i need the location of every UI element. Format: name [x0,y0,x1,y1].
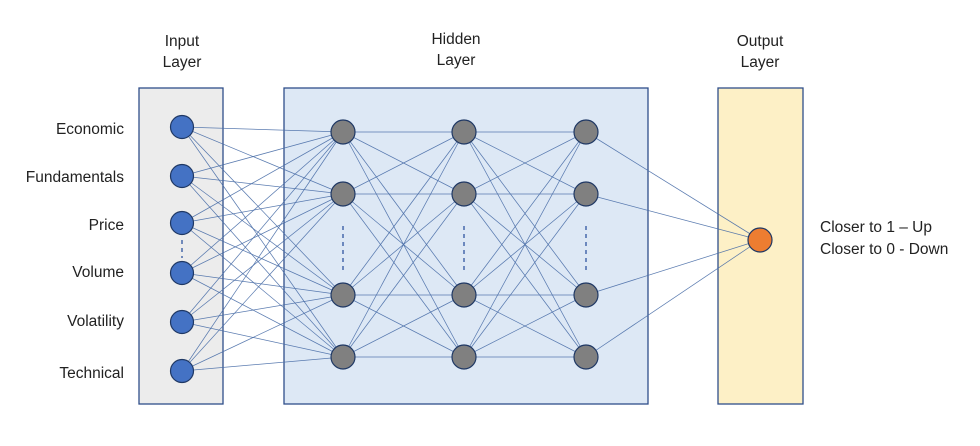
input-label-economic: Economic [56,121,124,138]
edge-input-3-h1-3 [181,272,344,358]
edge-h1-1-h2-0 [342,131,465,195]
edge-input-0-h1-3 [181,126,344,358]
edge-input-4-h1-2 [181,294,344,323]
input-node-2 [169,210,195,236]
input-node-0 [169,114,195,140]
edge-input-3-h1-1 [181,193,344,274]
hidden2-node-1 [451,181,477,207]
edge-h1-3-h2-1 [342,193,465,358]
edge-input-3-h1-0 [181,131,344,274]
edge-input-2-h1-2 [181,222,344,296]
input-node-4 [169,309,195,335]
edge-input-3-h1-2 [181,272,344,296]
edge-input-0-h1-2 [181,126,344,296]
edge-h2-1-h3-0 [463,131,587,195]
edge-h3-2-output [585,239,761,296]
edge-input-5-h1-2 [181,294,344,372]
edge-h2-3-h3-0 [463,131,587,358]
edge-input-4-h1-1 [181,193,344,323]
edge-h2-3-h3-2 [463,294,587,358]
output-node [747,227,773,253]
edge-h2-2-h3-0 [463,131,587,296]
edge-input-1-h1-0 [181,131,344,177]
input-label-price: Price [89,217,124,234]
hidden3-node-3 [573,344,599,370]
hidden2-node-2 [451,282,477,308]
output-layer-title-line2: Layer [741,54,780,71]
edge-input-2-h1-1 [181,193,344,224]
edge-h1-2-h2-0 [342,131,465,296]
hidden-layer-title-line1: Hidden [431,31,480,48]
input-label-technical: Technical [59,365,124,382]
hidden-layer-title-line2: Layer [437,52,476,69]
edge-input-1-h1-2 [181,175,344,296]
hidden3-node-1 [573,181,599,207]
input-node-1 [169,163,195,189]
hidden2-node-0 [451,119,477,145]
input-node-5 [169,358,195,384]
edge-input-5-h1-0 [181,131,344,372]
connection-edges [181,126,761,372]
edge-input-5-h1-1 [181,193,344,372]
input-layer-title-line1: Input [165,33,200,50]
edge-input-1-h1-1 [181,175,344,195]
hidden1-node-0 [330,119,356,145]
hidden1-node-2 [330,282,356,308]
edge-input-0-h1-0 [181,126,344,133]
edge-h2-3-h3-1 [463,193,587,358]
hidden3-node-0 [573,119,599,145]
edge-h1-3-h2-0 [342,131,465,358]
hidden1-node-1 [330,181,356,207]
edge-input-2-h1-0 [181,131,344,224]
edge-input-4-h1-3 [181,321,344,358]
hidden2-node-3 [451,344,477,370]
edge-input-5-h1-3 [181,356,344,372]
output-label-down: Closer to 0 - Down [820,241,948,258]
edge-input-1-h1-3 [181,175,344,358]
edge-h1-3-h2-2 [342,294,465,358]
input-label-fundamentals: Fundamentals [26,169,124,186]
edge-input-2-h1-3 [181,222,344,358]
hidden1-node-3 [330,344,356,370]
output-label-up: Closer to 1 – Up [820,219,932,236]
input-layer-title-line2: Layer [163,54,202,71]
edge-h3-1-output [585,193,761,241]
output-layer-title-line1: Output [737,33,784,50]
edge-h3-3-output [585,239,761,358]
input-layer-box [138,87,224,405]
network-nodes [169,114,773,384]
edge-h3-0-output [585,131,761,241]
edge-input-0-h1-1 [181,126,344,195]
input-label-volume: Volume [72,264,124,281]
hidden3-node-2 [573,282,599,308]
input-label-volatility: Volatility [67,313,124,330]
input-node-3 [169,260,195,286]
edge-input-4-h1-0 [181,131,344,323]
